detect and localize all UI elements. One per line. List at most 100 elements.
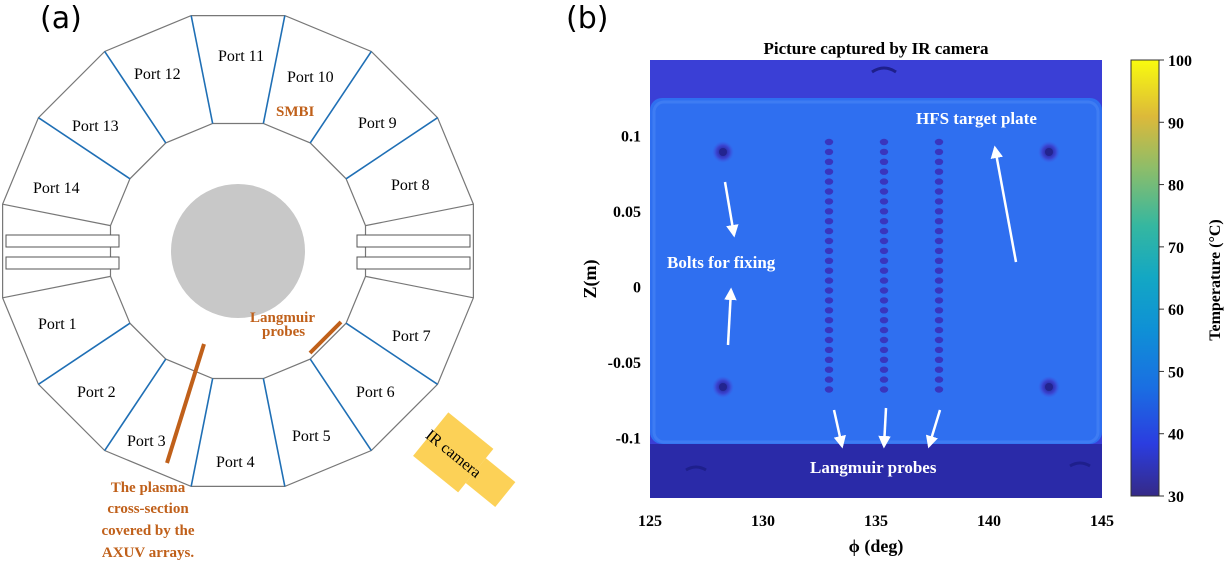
probe-tip bbox=[824, 227, 834, 235]
svg-text:AXUV arrays.: AXUV arrays. bbox=[102, 545, 194, 561]
probe-tip bbox=[879, 326, 889, 334]
probe-tip bbox=[934, 227, 944, 235]
port-label-12: Port 12 bbox=[134, 66, 181, 83]
port-divider bbox=[309, 51, 373, 144]
svg-text:The plasma: The plasma bbox=[111, 480, 186, 496]
y-axis-label: Z(m) bbox=[580, 260, 601, 299]
probe-tip bbox=[879, 277, 889, 284]
probe-tip bbox=[934, 326, 944, 334]
probe-tip bbox=[934, 317, 944, 324]
colorbar-label: Temperature (°C) bbox=[1207, 219, 1224, 340]
probe-tip bbox=[824, 208, 834, 215]
port-label-2: Port 2 bbox=[77, 384, 116, 401]
probe-tip bbox=[824, 307, 834, 314]
probe-tip bbox=[824, 138, 834, 146]
probe-tip bbox=[824, 366, 834, 373]
port-label-8: Port 8 bbox=[391, 177, 430, 194]
probe-tip bbox=[879, 227, 889, 235]
x-tick-label: 145 bbox=[1090, 513, 1114, 530]
arrow-probe-right bbox=[925, 409, 942, 449]
port-label-11: Port 11 bbox=[218, 48, 264, 65]
probe-tip bbox=[934, 138, 944, 146]
port-label-9: Port 9 bbox=[358, 115, 397, 132]
panel-a: (a) Port 1 Port 2 Port 3 Port 4 Port 5 P… bbox=[2, 1, 516, 561]
y-tick-label: -0.1 bbox=[616, 431, 641, 448]
probe-tip bbox=[879, 247, 889, 255]
probe-tip bbox=[934, 148, 944, 156]
port-label-7: Port 7 bbox=[392, 328, 431, 345]
x-axis-label: ϕ (deg) bbox=[849, 536, 904, 557]
probe-tip bbox=[934, 277, 944, 284]
probe-tip bbox=[934, 336, 944, 344]
colorbar-tick-label: 60 bbox=[1168, 302, 1184, 319]
port-divider bbox=[38, 116, 131, 180]
probe-tip bbox=[824, 267, 834, 274]
svg-text:covered by the: covered by the bbox=[101, 523, 194, 539]
probe-tip bbox=[934, 356, 944, 363]
hfs-plate-label: HFS target plate bbox=[916, 109, 1037, 128]
probe-tip bbox=[824, 168, 834, 175]
probe-tip bbox=[824, 237, 834, 245]
probe-tip bbox=[934, 386, 944, 393]
probe-tip bbox=[824, 297, 834, 304]
x-tick-label: 125 bbox=[638, 513, 662, 530]
y-tick-label: 0 bbox=[633, 280, 641, 297]
probe-tip bbox=[824, 287, 834, 294]
arrow-bolt-bottom bbox=[724, 287, 737, 346]
panel-b-label: (b) bbox=[566, 1, 608, 36]
axuv-caption: The plasma cross-section covered by the … bbox=[101, 480, 194, 561]
langmuir-probe-line bbox=[308, 320, 343, 355]
colorbar-tick-label: 40 bbox=[1168, 427, 1184, 444]
langmuir-label-line2: probes bbox=[262, 324, 305, 340]
port-label-13: Port 13 bbox=[72, 118, 119, 135]
bolt-center bbox=[1045, 383, 1053, 391]
bottom-mount-right bbox=[1069, 461, 1091, 468]
port-divider bbox=[103, 51, 167, 144]
probe-tip bbox=[934, 257, 944, 264]
y-axis-ticks: 0.10.050-0.05-0.1 bbox=[608, 129, 641, 448]
arrow-bolt-top bbox=[723, 181, 739, 238]
colorbar-tick-label: 70 bbox=[1168, 240, 1184, 257]
port-divider bbox=[309, 358, 373, 451]
y-tick-label: 0.05 bbox=[613, 204, 641, 221]
horizontal-port-right bbox=[356, 234, 471, 270]
ir-image bbox=[650, 60, 1102, 498]
probe-tip bbox=[824, 336, 834, 344]
bottom-mount-left bbox=[685, 465, 707, 472]
probe-tip bbox=[824, 188, 834, 195]
port-divider bbox=[38, 322, 131, 386]
probe-tip bbox=[879, 178, 889, 185]
port-label-14: Port 14 bbox=[33, 180, 80, 197]
bolt-center bbox=[1045, 148, 1053, 156]
svg-text:cross-section: cross-section bbox=[107, 501, 189, 517]
arrow-hfs bbox=[990, 145, 1018, 263]
langmuir-probe-rows bbox=[824, 138, 944, 393]
bolts bbox=[712, 141, 1060, 398]
x-tick-label: 130 bbox=[751, 513, 775, 530]
probe-tip bbox=[879, 287, 889, 294]
port-divider bbox=[365, 275, 474, 299]
probe-tip bbox=[879, 148, 889, 156]
probe-tip bbox=[879, 366, 889, 373]
port-divider bbox=[190, 15, 214, 124]
horizontal-port-left bbox=[5, 234, 120, 270]
port-divider bbox=[2, 275, 111, 299]
probe-tip bbox=[879, 208, 889, 215]
probe-tip bbox=[879, 257, 889, 264]
probe-tip bbox=[879, 307, 889, 314]
probe-tip bbox=[879, 376, 889, 383]
probe-tip bbox=[824, 198, 834, 205]
arrow-probe-mid bbox=[878, 407, 891, 449]
port-divider bbox=[365, 203, 474, 227]
probe-tip bbox=[824, 178, 834, 185]
port-divider bbox=[345, 322, 438, 386]
colorbar-tick-label: 80 bbox=[1168, 178, 1184, 195]
arrow-probe-left bbox=[832, 409, 846, 449]
panel-b: (b) Picture captured by IR camera HFS ta… bbox=[566, 1, 1224, 557]
probe-tip bbox=[934, 198, 944, 205]
probe-tip bbox=[824, 317, 834, 324]
bolt-center bbox=[719, 383, 727, 391]
probe-tip bbox=[879, 138, 889, 146]
probe-tip bbox=[934, 267, 944, 274]
